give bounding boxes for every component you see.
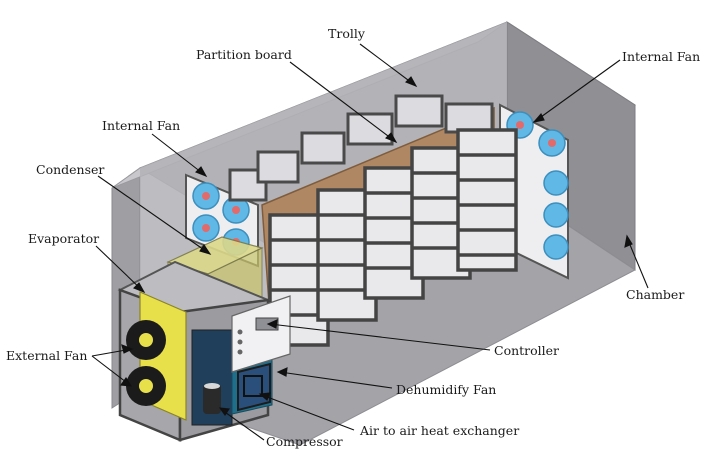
external-fan-lower — [126, 366, 166, 406]
label-internal-fan-left: Internal Fan — [102, 118, 181, 133]
trolly-rack — [456, 128, 518, 272]
fan-hub-icon — [139, 333, 153, 347]
leader-external-fan-a — [91, 349, 127, 357]
label-dehumidify-fan: Dehumidify Fan — [396, 382, 497, 397]
label-trolly: Trolly — [328, 26, 365, 41]
leader-partition — [289, 61, 397, 143]
controller-button — [237, 349, 243, 355]
trolly-rack — [346, 112, 394, 146]
label-air-to-air-heat-exchanger: Air to air heat exchanger — [360, 423, 520, 438]
arrow-head-icon — [199, 244, 212, 255]
leader-lines — [91, 43, 649, 441]
label-external-fan: External Fan — [6, 348, 88, 363]
label-partition-board: Partition board — [196, 47, 292, 62]
leader-evaporator — [95, 245, 145, 293]
controller-button — [237, 339, 243, 345]
leader-internal-fan-left — [151, 133, 207, 177]
arrow-head-icon — [532, 113, 545, 123]
label-controller: Controller — [494, 343, 560, 358]
fan-hub-icon — [548, 139, 556, 147]
label-internal-fan-right: Internal Fan — [622, 49, 701, 64]
compressor-top — [204, 383, 220, 389]
arrow-head-icon — [218, 407, 230, 416]
arrow-head-icon — [195, 166, 208, 178]
leader-dehumidify-fan — [279, 371, 393, 389]
leader-external-fan-b — [91, 355, 127, 383]
arrow-head-icon — [121, 344, 134, 354]
trolly-rack — [444, 102, 494, 134]
trolly-back-row — [228, 94, 494, 202]
arrow-head-icon — [405, 76, 418, 88]
trolly-rack — [256, 150, 300, 184]
dehumidify-fan-frame — [243, 375, 263, 397]
trolly-front-row — [268, 128, 518, 347]
fan-icon — [543, 234, 569, 260]
controller-button — [237, 329, 243, 335]
fan-hub-icon — [139, 379, 153, 393]
leader-trolly — [359, 43, 417, 87]
trolly-rack — [300, 131, 346, 165]
label-condenser: Condenser — [36, 162, 105, 177]
leader-internal-fan-right — [533, 59, 621, 123]
fan-icon — [543, 170, 569, 196]
compressor — [203, 384, 221, 414]
leader-heat-exchanger — [261, 394, 355, 431]
leader-chamber — [627, 239, 649, 289]
arrow-head-icon — [120, 377, 133, 387]
controller-panel — [231, 295, 291, 373]
arrow-head-icon — [133, 282, 146, 294]
fan-icon — [543, 202, 569, 228]
dehumidify-fan-box — [237, 362, 271, 412]
arrow-head-icon — [258, 392, 271, 401]
arrow-head-icon — [266, 319, 278, 329]
arrow-head-icon — [385, 132, 398, 144]
heat-pump-unit — [117, 260, 291, 442]
fan-hub-icon — [202, 224, 210, 232]
fan-hub-icon — [202, 192, 210, 200]
label-evaporator: Evaporator — [28, 231, 100, 246]
fan-hub-icon — [516, 121, 524, 129]
arrow-head-icon — [624, 234, 633, 248]
external-fan-upper — [126, 320, 166, 360]
label-chamber: Chamber — [626, 287, 685, 302]
leader-controller — [269, 323, 491, 351]
fan-hub-icon — [232, 206, 240, 214]
trolly-rack — [394, 94, 444, 128]
arrow-head-icon — [276, 367, 288, 377]
leader-condenser — [97, 175, 211, 255]
leader-compressor — [221, 409, 265, 441]
label-compressor: Compressor — [266, 434, 343, 449]
